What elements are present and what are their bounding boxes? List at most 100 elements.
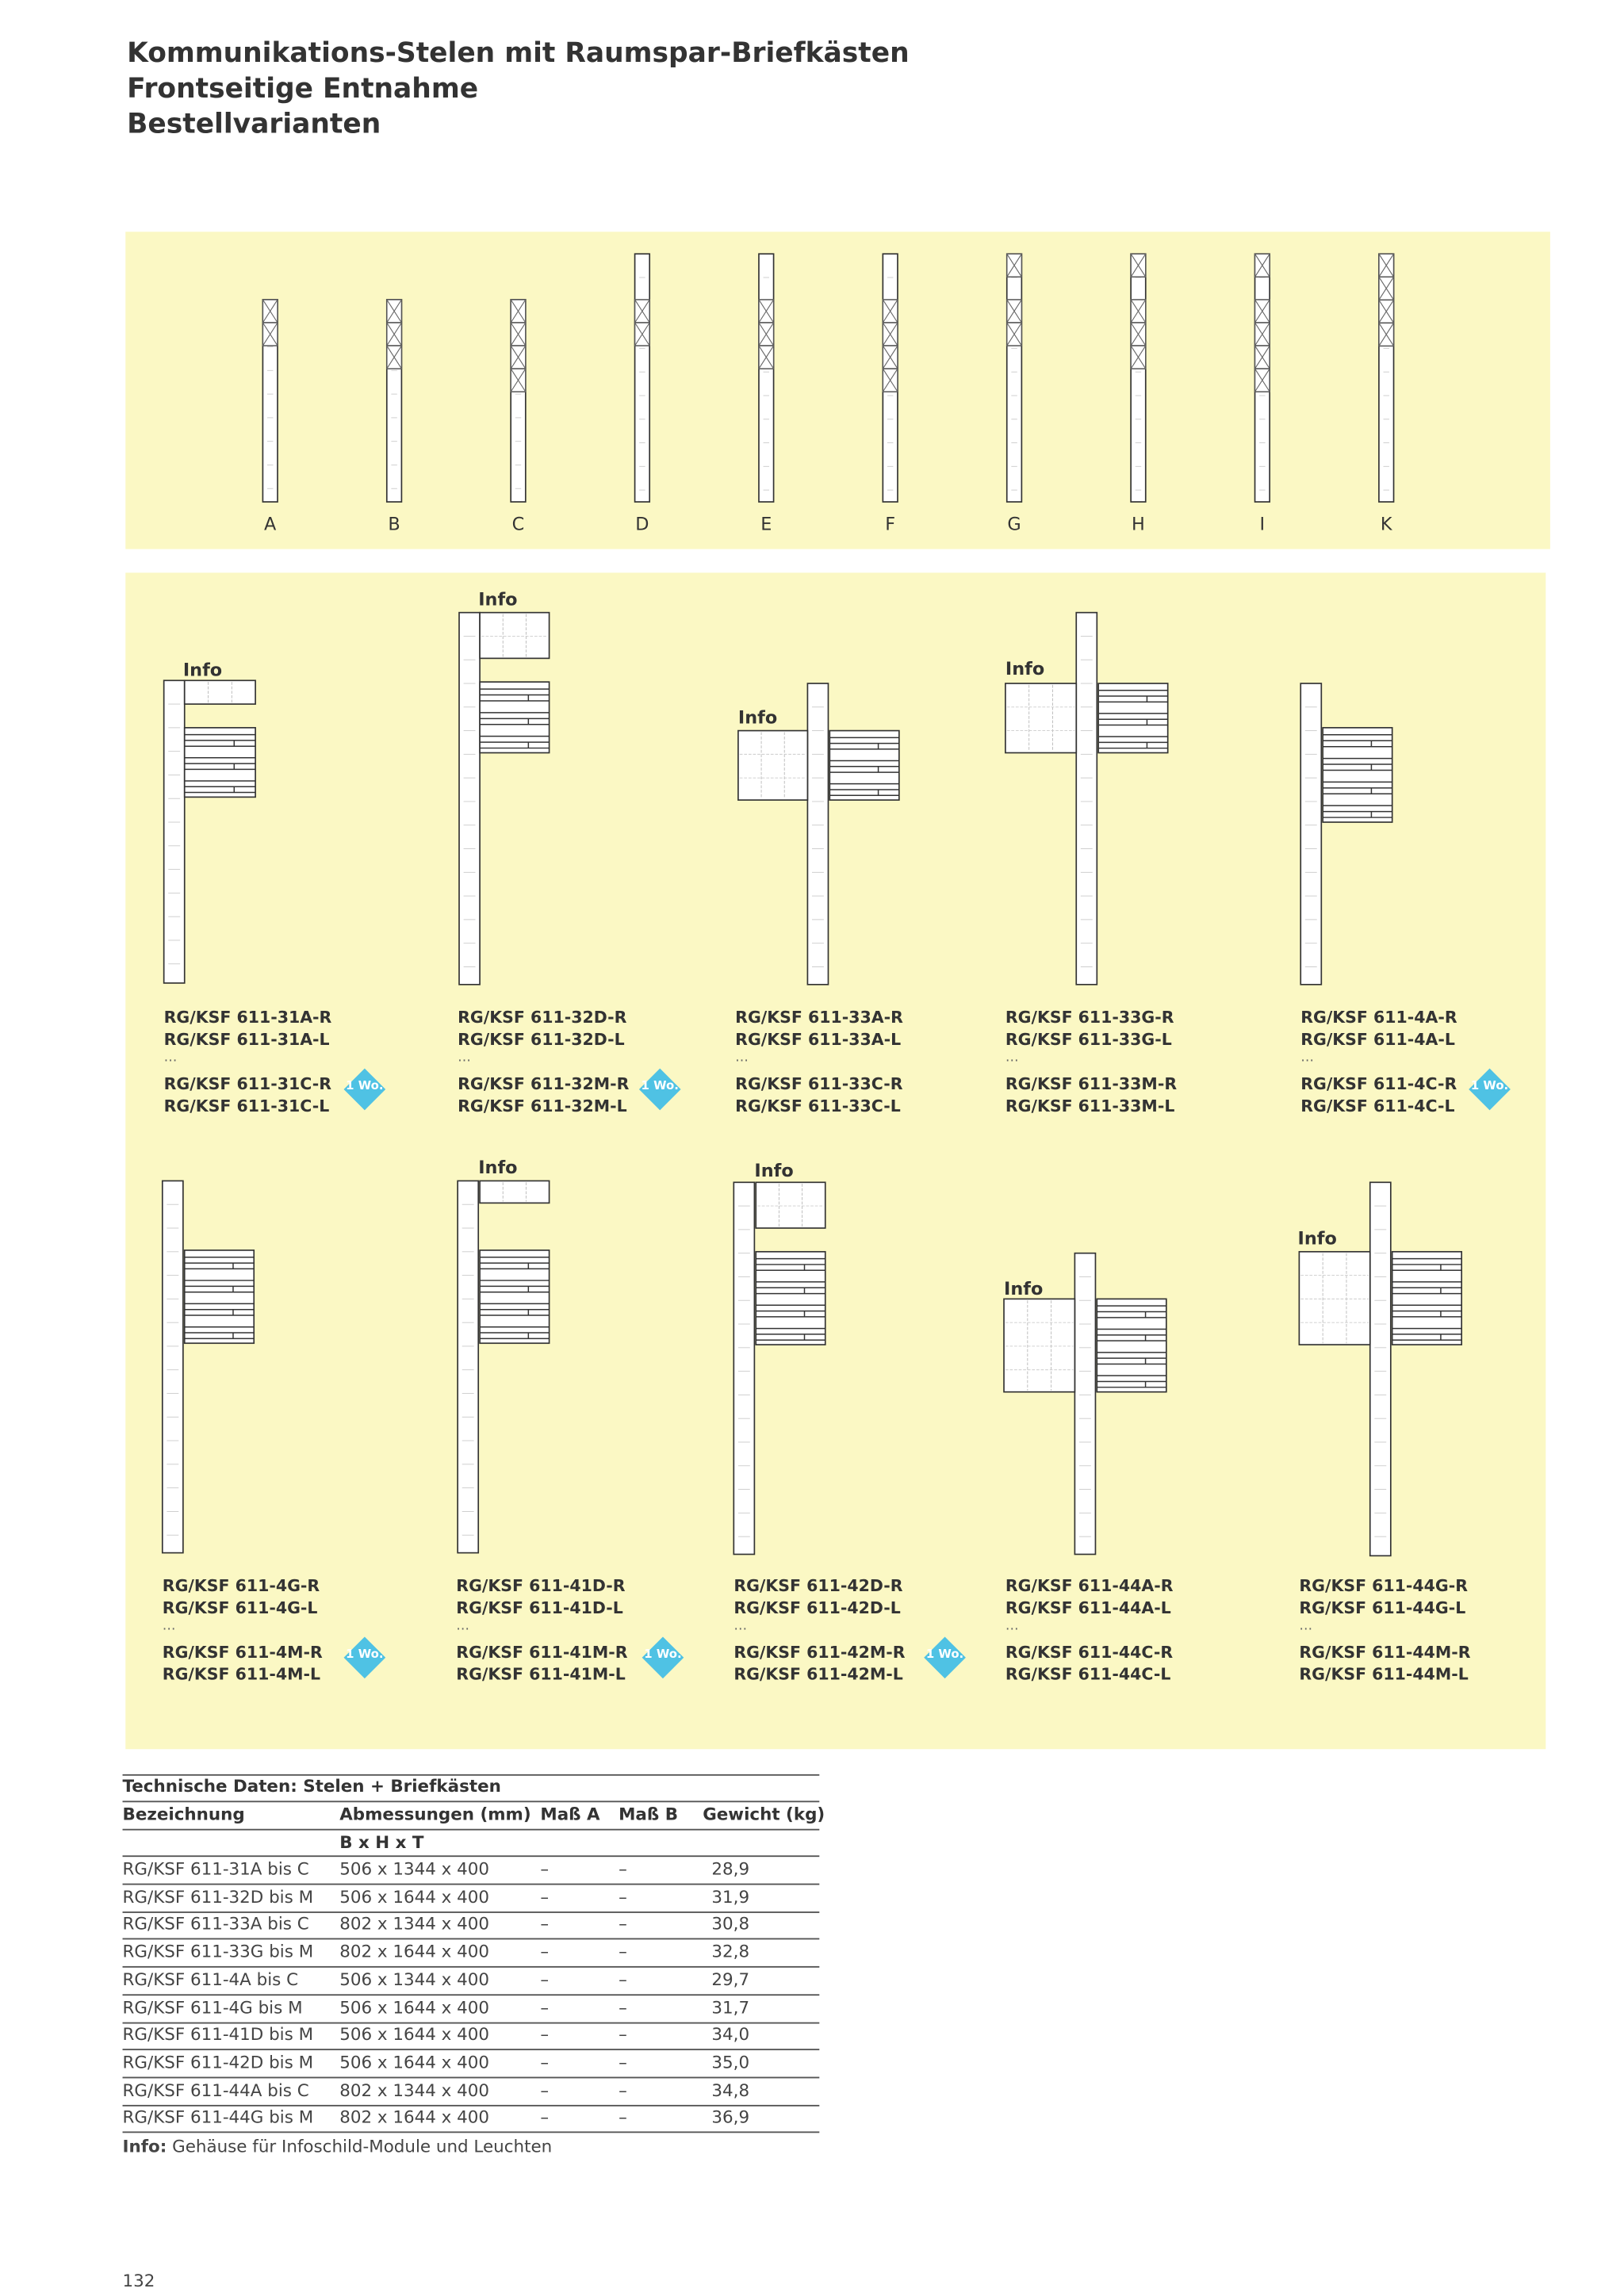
stele-post xyxy=(1075,611,1098,985)
badge-text: 1 Wo. xyxy=(1470,1078,1509,1093)
order-number: RG/KSF 611-4A-L xyxy=(1300,1030,1455,1050)
stele-post xyxy=(1074,1252,1097,1556)
info-outline xyxy=(183,679,256,705)
variant-label: H xyxy=(1132,513,1145,534)
post-outline xyxy=(1369,1181,1392,1557)
variant-label: C xyxy=(511,513,525,534)
slot-cross xyxy=(1378,323,1395,346)
variant-label: D xyxy=(635,513,649,534)
mailbox-outline xyxy=(1097,683,1169,754)
table-cell: – xyxy=(619,2023,627,2045)
table-cell: – xyxy=(619,1885,627,1907)
info-label: Info xyxy=(1297,1228,1337,1249)
table-rule xyxy=(122,1883,820,1885)
order-number: RG/KSF 611-42M-L xyxy=(733,1665,903,1685)
mailbox-unit xyxy=(1096,1298,1167,1393)
delivery-time-badge: 1 Wo. xyxy=(1468,1067,1512,1112)
slot-cross xyxy=(510,299,527,323)
mailbox-unit xyxy=(755,1250,826,1345)
order-number: RG/KSF 611-4A-R xyxy=(1300,1008,1457,1027)
slot-cross xyxy=(758,345,775,369)
mailbox-slot-icon xyxy=(386,299,403,323)
table-rule xyxy=(122,2131,820,2133)
stele-post xyxy=(733,1181,756,1556)
mailbox-unit xyxy=(1391,1250,1463,1345)
mailbox-slot-icon xyxy=(510,299,527,323)
badge-text: 1 Wo. xyxy=(925,1647,964,1661)
mailbox-unit xyxy=(183,1249,255,1345)
mailbox-outline xyxy=(1096,1298,1167,1393)
page-number: 132 xyxy=(122,2270,155,2291)
post-outline xyxy=(1130,253,1147,503)
slot-cross xyxy=(634,322,650,346)
post-outline xyxy=(733,1181,756,1556)
order-number: RG/KSF 611-42D-L xyxy=(733,1598,901,1618)
mailbox-slot-icon xyxy=(1130,345,1147,369)
mailbox-slot-icon xyxy=(634,322,650,346)
variant-label: E xyxy=(760,513,772,534)
mailbox-slot-icon xyxy=(882,299,898,323)
order-number: RG/KSF 611-42M-R xyxy=(733,1643,906,1663)
table-cell: – xyxy=(540,1858,550,1880)
mailbox-slot-icon xyxy=(1006,322,1023,346)
table-cell: 34,8 xyxy=(711,2079,750,2100)
order-number: RG/KSF 611-44G-R xyxy=(1299,1576,1469,1596)
variant-label: F xyxy=(885,513,896,534)
order-number: RG/KSF 611-33A-R xyxy=(735,1008,903,1027)
variant-label: B xyxy=(388,513,400,534)
table-rule xyxy=(122,1828,820,1831)
col-header-mass-a: Maß A xyxy=(540,1804,600,1825)
info-housing xyxy=(183,679,256,705)
slot-cross xyxy=(882,345,898,369)
table-cell: 30,8 xyxy=(711,1913,750,1934)
post-outline xyxy=(1300,683,1323,985)
order-number: RG/KSF 611-33G-L xyxy=(1005,1030,1172,1050)
order-number: RG/KSF 611-42D-R xyxy=(733,1576,903,1596)
table-cell: – xyxy=(540,1969,550,1990)
slot-cross xyxy=(882,368,898,392)
slot-cross xyxy=(882,322,898,346)
post-outline xyxy=(161,1180,184,1554)
slot-cross xyxy=(1130,253,1147,277)
slot-cross xyxy=(386,322,402,346)
post-outline xyxy=(1005,253,1023,503)
mailbox-outline xyxy=(183,1249,255,1345)
slot-cross xyxy=(386,345,402,369)
order-number: RG/KSF 611-32M-R xyxy=(458,1074,630,1094)
mailbox-unit xyxy=(1097,683,1169,754)
post-outline xyxy=(758,253,775,503)
order-number: RG/KSF 611-33C-R xyxy=(735,1074,903,1094)
post-outline xyxy=(1075,611,1098,985)
info-label: Info xyxy=(737,706,778,728)
slot-cross xyxy=(510,322,527,346)
slot-cross xyxy=(1378,253,1395,277)
mailbox-slot-icon xyxy=(758,322,775,346)
slot-cross xyxy=(1130,322,1147,346)
order-number: RG/KSF 611-44M-L xyxy=(1299,1665,1469,1685)
table-cell: 506 x 1644 x 400 xyxy=(339,2051,490,2072)
order-number: RG/KSF 611-44A-R xyxy=(1005,1576,1174,1596)
slot-cross xyxy=(262,322,278,346)
mailbox-slot-icon xyxy=(758,345,775,369)
mailbox-slot-icon xyxy=(1254,299,1270,323)
table-cell: – xyxy=(619,1996,627,2018)
table-cell: RG/KSF 611-32D bis M xyxy=(122,1885,314,1907)
table-rule xyxy=(122,2076,820,2079)
order-number: RG/KSF 611-31C-R xyxy=(163,1074,332,1094)
info-housing xyxy=(1298,1250,1371,1345)
table-cell: 506 x 1344 x 400 xyxy=(339,1858,490,1880)
table-cell: 32,8 xyxy=(711,1941,750,1962)
badge-text: 1 Wo. xyxy=(644,1647,682,1661)
info-outline xyxy=(1003,1298,1076,1393)
table-cell: 802 x 1644 x 400 xyxy=(339,2107,490,2128)
table-cell: RG/KSF 611-33G bis M xyxy=(122,1941,314,1962)
stele-post xyxy=(161,1180,184,1554)
table-cell: RG/KSF 611-41D bis M xyxy=(122,2023,314,2045)
table-cell: 506 x 1644 x 400 xyxy=(339,2023,490,2045)
mailbox-slot-icon xyxy=(882,368,898,392)
info-outline xyxy=(479,1180,550,1204)
variant-post xyxy=(1130,253,1147,503)
info-outline xyxy=(1298,1250,1371,1345)
table-cell: 36,9 xyxy=(711,2107,750,2128)
